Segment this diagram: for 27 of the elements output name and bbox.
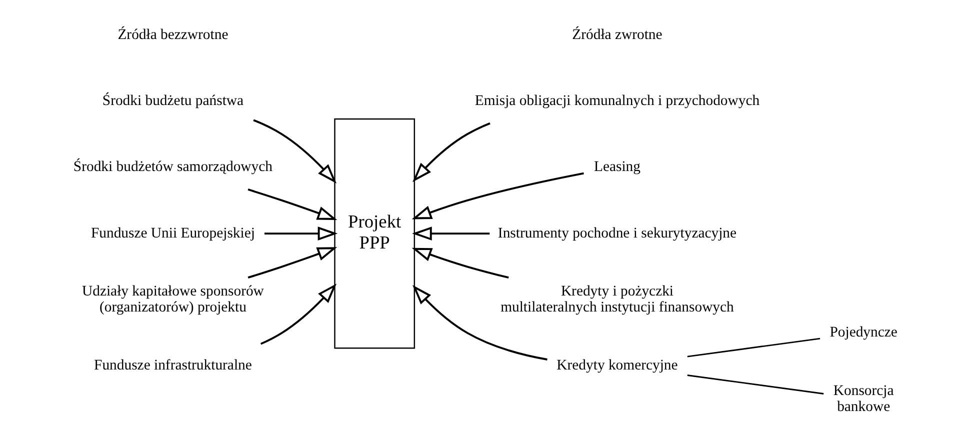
arrow	[412, 122, 490, 182]
node-text: Fundusze Unii Europejskiej	[90, 225, 254, 242]
node-box: Projekt PPP	[334, 118, 415, 349]
arrow	[411, 248, 508, 279]
node-text: Instrumenty pochodne i sekurytyzacyjne	[497, 225, 736, 242]
arrow	[247, 188, 337, 220]
arrow	[412, 285, 547, 360]
arrow	[411, 172, 584, 220]
arrow	[252, 119, 336, 184]
arrow	[264, 226, 338, 240]
connector	[686, 338, 820, 358]
node-text: Emisja obligacji komunalnych i przychodowych	[474, 92, 760, 109]
node-text: Środki budżetu państwa	[102, 92, 244, 109]
node-text: Pojedyncze	[829, 324, 897, 341]
arrow	[247, 247, 337, 279]
node-text: Fundusze infrastrukturalne	[94, 358, 252, 374]
node-text: Leasing	[594, 159, 640, 176]
node-text: Konsorcja bankowe	[832, 382, 894, 415]
connector	[686, 374, 824, 394]
arrow	[260, 284, 336, 345]
node-text: Środki budżetów samorządowych	[72, 159, 272, 176]
label: Źródła zwrotne	[572, 26, 662, 43]
label: Źródła bezzwrotne	[117, 26, 228, 43]
node-text: Kredyty i pożyczki multilateralnych instytucji finansowych	[500, 284, 734, 316]
node-text: Udziały kapitałowe sponsorów (organizatorów) projektu	[82, 284, 264, 316]
arrow	[411, 226, 490, 240]
node-text: Kredyty komercyjne	[556, 358, 678, 374]
